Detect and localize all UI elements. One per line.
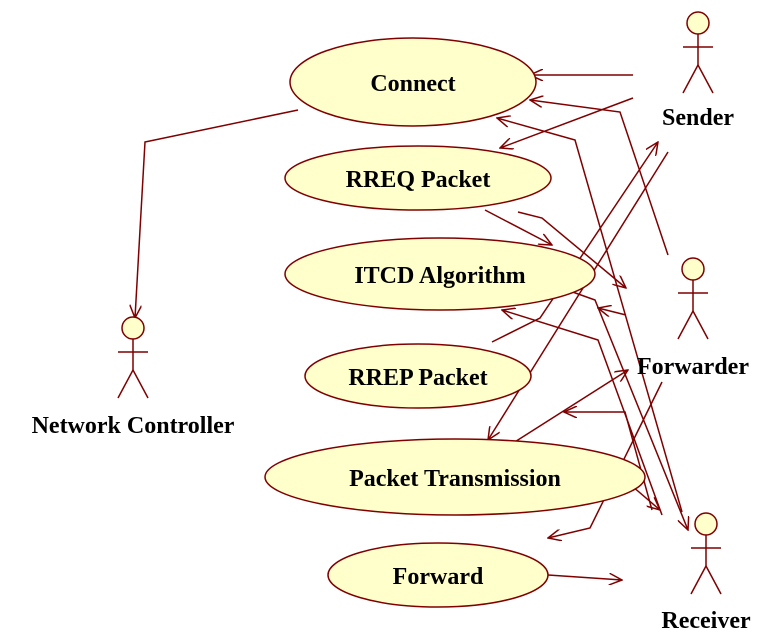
receiver-stick-figure-icon [690,512,722,595]
use-case-rrep-packet-label: RREP Packet [348,365,487,391]
use-case-rrep-packet[interactable]: RREP Packet [304,343,532,409]
connector-rreq-itcd [484,209,552,245]
use-case-packet-transmission[interactable]: Packet Transmission [264,438,646,516]
actor-sender[interactable]: Sender [662,11,734,131]
connector-forward-receiver [547,575,622,580]
actor-receiver-label: Receiver [661,608,751,634]
connector-sender-rreq [500,97,634,148]
use-case-forward[interactable]: Forward [327,542,549,608]
connector-forwarder-connect [530,100,669,256]
use-case-rreq-packet[interactable]: RREQ Packet [284,145,552,211]
connector-itcd-receiver [566,289,688,530]
actor-receiver[interactable]: Receiver [661,512,751,634]
connector-connect-controller [135,109,299,318]
use-case-forward-label: Forward [393,564,484,590]
use-case-connect[interactable]: Connect [289,37,537,127]
actor-forwarder[interactable]: Forwarder [637,257,749,380]
forwarder-stick-figure-icon [677,257,709,340]
connector-receiver-itcd [502,310,663,516]
connector-forwarder-itcd [598,308,627,315]
network-controller-stick-figure-icon [117,316,149,399]
sender-stick-figure-icon [682,11,714,94]
actor-network-controller[interactable]: Network Controller [32,316,235,439]
actor-network-controller-label: Network Controller [32,413,235,439]
connector-forwarder-forward [548,381,663,538]
actor-forwarder-label: Forwarder [637,354,749,380]
use-case-packet-transmission-label: Packet Transmission [349,466,561,492]
use-case-itcd-algorithm[interactable]: ITCD Algorithm [284,237,596,311]
use-case-itcd-algorithm-label: ITCD Algorithm [354,263,525,289]
connector-sender-transmission [488,151,669,440]
use-case-rreq-packet-label: RREQ Packet [346,167,491,193]
connector-rrep-sender [491,142,658,343]
use-case-connect-label: Connect [370,71,455,97]
connector-receiver-connect [497,118,683,513]
actor-sender-label: Sender [662,105,734,131]
